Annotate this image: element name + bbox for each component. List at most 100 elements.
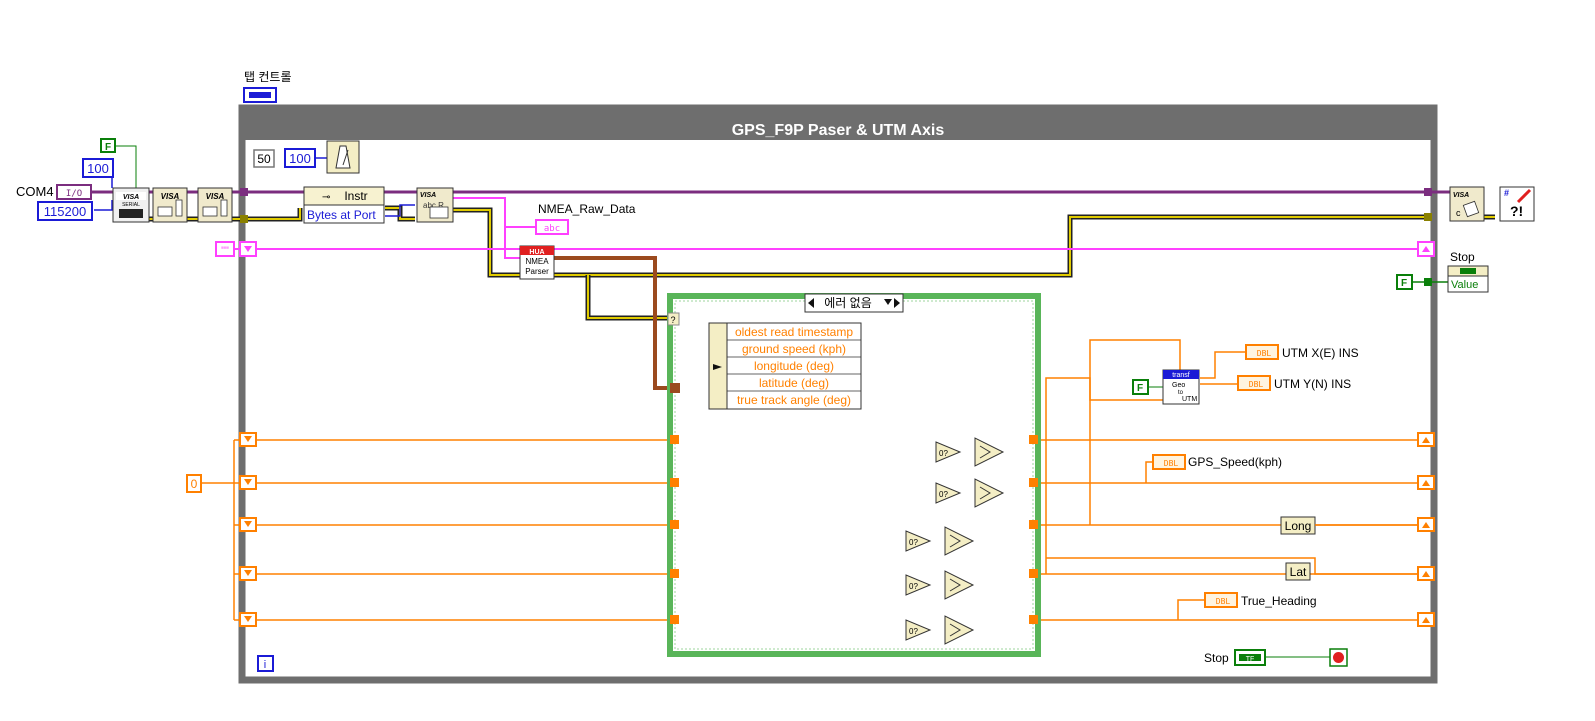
svg-text:?: ?	[670, 315, 675, 325]
case-selector[interactable]: 에러 없음	[804, 293, 904, 313]
nmea-raw-label: NMEA_Raw_Data	[538, 202, 636, 216]
svg-text:VISA: VISA	[123, 194, 139, 201]
timeout-constant[interactable]: 100	[82, 158, 114, 178]
lat-local-variable[interactable]: Lat	[1285, 562, 1311, 581]
com-port-label: COM4	[16, 184, 54, 199]
tab-control-label: 탭 컨트롤	[244, 70, 292, 84]
svg-text:0?: 0?	[939, 449, 948, 458]
unbundle-field: longitude (deg)	[754, 359, 834, 373]
svg-text:"": ""	[221, 245, 229, 257]
stop-false-constant[interactable]: F	[1396, 274, 1413, 290]
svg-text:115200: 115200	[44, 204, 86, 219]
loop-condition-terminal[interactable]	[1329, 648, 1348, 667]
svg-text:Long: Long	[1285, 519, 1312, 533]
metronome-wait-icon[interactable]	[326, 140, 360, 174]
tab-control-terminal[interactable]	[243, 87, 277, 103]
unbundle-field: true track angle (deg)	[737, 393, 851, 407]
error-tunnel-left	[240, 215, 248, 223]
gps-speed-indicator: DBL	[1152, 454, 1186, 470]
compare-select-3[interactable]: 0?	[905, 526, 975, 556]
svg-text:c: c	[1456, 208, 1461, 218]
compare-select-5[interactable]: 0?	[905, 615, 975, 645]
utm-false-constant[interactable]: F	[1132, 379, 1149, 395]
cluster-tunnel	[670, 383, 680, 393]
case-tunnels	[670, 435, 1038, 624]
svg-text:DBL: DBL	[1249, 380, 1264, 389]
while-loop[interactable]: GPS_F9P Paser & UTM Axis	[238, 104, 1438, 684]
visa-close-node[interactable]: VISA c	[1449, 186, 1485, 222]
visa-set-node[interactable]: VISA	[197, 187, 233, 223]
visa-read-node[interactable]: VISA abc R	[416, 187, 454, 223]
com-port-control[interactable]: I/O	[56, 184, 92, 200]
svg-text:TF: TF	[1246, 656, 1255, 663]
svg-text:abc: abc	[544, 224, 560, 234]
svg-text:?!: ?!	[1510, 203, 1523, 219]
svg-text:에러 없음: 에러 없음	[824, 296, 872, 310]
utm-y-label: UTM Y(N) INS	[1274, 377, 1351, 391]
svg-text:Geo: Geo	[1172, 382, 1185, 389]
compare-select-1[interactable]: 0?	[935, 437, 1005, 467]
unbundle-field: latitude (deg)	[759, 376, 829, 390]
stop-property-label: Stop	[1450, 250, 1475, 264]
nmea-raw-indicator: abc	[535, 219, 569, 235]
visa-tunnel-left	[240, 188, 248, 196]
svg-text:0?: 0?	[909, 538, 918, 547]
enable-termination-constant[interactable]: F	[100, 138, 116, 153]
geo-to-utm-subvi[interactable]: transf Geo to UTM	[1162, 369, 1200, 405]
unbundle-by-name[interactable]: oldest read timestamp ground speed (kph)…	[708, 322, 862, 410]
visa-tunnel-right	[1424, 188, 1432, 196]
empty-string-constant[interactable]: ""	[215, 241, 235, 257]
svg-text:VISA: VISA	[206, 192, 225, 201]
svg-text:0: 0	[191, 477, 198, 491]
unbundle-field: ground speed (kph)	[742, 342, 846, 356]
svg-text:100: 100	[87, 161, 109, 176]
svg-text:DBL: DBL	[1257, 349, 1272, 358]
svg-text:Parser: Parser	[525, 267, 549, 276]
baud-rate-constant[interactable]: 115200	[37, 201, 93, 221]
instr-property-node[interactable]: Instr ⊸ Bytes at Port	[303, 186, 385, 224]
initial-zero-constant[interactable]: 0	[186, 474, 202, 493]
case-selector-terminal: ?	[667, 312, 680, 326]
long-local-variable[interactable]: Long	[1280, 516, 1316, 535]
wait-100-constant[interactable]: 100	[284, 148, 316, 168]
svg-text:0?: 0?	[909, 582, 918, 591]
utm-x-indicator: DBL	[1245, 344, 1279, 360]
svg-text:F: F	[1137, 383, 1143, 394]
visa-flush-node[interactable]: VISA	[152, 187, 188, 223]
svg-text:VISA: VISA	[161, 192, 180, 201]
svg-text:I/O: I/O	[66, 189, 82, 199]
stop-button-terminal[interactable]: TF	[1234, 649, 1266, 666]
svg-text:0?: 0?	[939, 490, 948, 499]
utm-x-label: UTM X(E) INS	[1282, 346, 1359, 360]
svg-text:50: 50	[257, 152, 271, 166]
svg-text:DBL: DBL	[1216, 597, 1231, 606]
dbl-shift-registers-right	[1417, 432, 1435, 627]
svg-text:to: to	[1178, 390, 1184, 396]
timeout-50-constant[interactable]: 50	[253, 149, 275, 168]
svg-text:SERIAL: SERIAL	[122, 202, 140, 208]
svg-text:Value: Value	[1451, 279, 1478, 291]
svg-text:DBL: DBL	[1164, 459, 1179, 468]
svg-text:HUA: HUA	[529, 249, 544, 256]
visa-configure-serial-node[interactable]: VISA SERIAL	[112, 187, 150, 223]
unbundle-field: oldest read timestamp	[735, 325, 853, 339]
svg-text:100: 100	[289, 151, 311, 166]
bool-tunnel-right	[1424, 278, 1432, 286]
string-shift-register-right	[1417, 241, 1435, 257]
svg-text:F: F	[105, 142, 111, 153]
utm-y-indicator: DBL	[1237, 375, 1271, 391]
svg-text:#: #	[1504, 188, 1509, 198]
stop-value-property-node[interactable]: Value	[1447, 265, 1489, 293]
compare-select-2[interactable]: 0?	[935, 478, 1005, 508]
dbl-shift-registers-left	[239, 432, 257, 627]
svg-text:⊸: ⊸	[322, 192, 330, 203]
iteration-terminal: i	[257, 655, 274, 672]
error-tunnel-right	[1424, 213, 1432, 221]
svg-text:Instr: Instr	[344, 189, 367, 203]
error-handler-node[interactable]: # ?!	[1499, 186, 1535, 222]
svg-text:Lat: Lat	[1290, 565, 1307, 579]
svg-text:UTM: UTM	[1182, 396, 1197, 403]
compare-select-4[interactable]: 0?	[905, 570, 975, 600]
nmea-parser-subvi[interactable]: HUA NMEA Parser	[519, 245, 555, 280]
string-shift-register-left	[239, 241, 257, 257]
